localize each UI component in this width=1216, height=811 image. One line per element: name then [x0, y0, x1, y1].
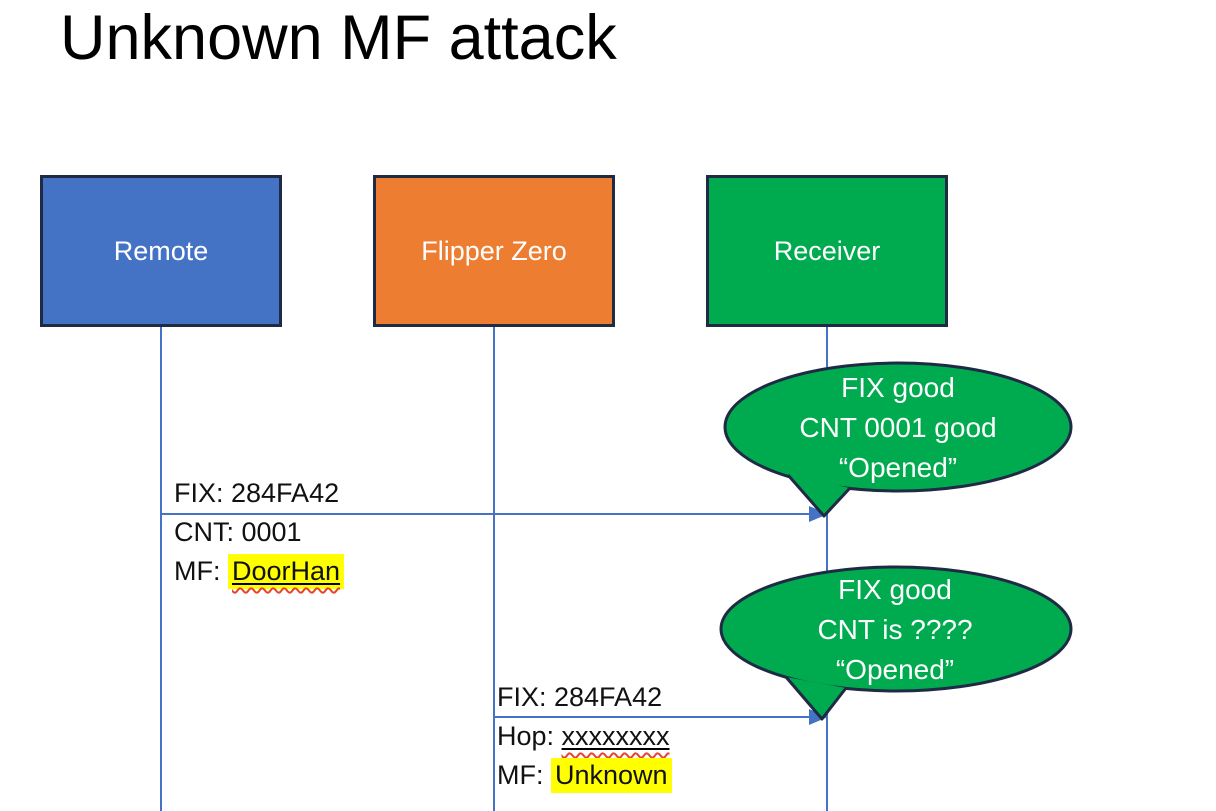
message-1-field-cnt: CNT: 0001 [174, 517, 302, 547]
message-1-field-fix: FIX: 284FA42 [174, 478, 340, 508]
message-1-labels: FIX: 284FA42 CNT: 0001 MF: DoorHan [174, 474, 345, 591]
callout-bubble-2 [719, 565, 1073, 693]
field-prefix: MF: [174, 556, 228, 586]
actor-label-flipper-zero: Flipper Zero [421, 235, 567, 266]
callout-bubble-2-tail [784, 676, 848, 721]
callout-2-text: FIX good CNT is ???? “Opened” [722, 570, 1068, 690]
message-2-field-fix: FIX: 284FA42 [497, 682, 663, 712]
field-prefix: Hop: [497, 721, 562, 751]
slide-title: Unknown MF attack [60, 3, 617, 73]
message-2-labels: FIX: 284FA42 Hop: xxxxxxxx MF: Unknown [497, 678, 672, 795]
actor-label-receiver: Receiver [773, 235, 881, 266]
actor-box-remote: Remote [40, 175, 282, 327]
callout-1-line-3: “Opened” [838, 452, 958, 483]
callout-2-line-1: FIX good [838, 574, 952, 605]
actor-box-flipper-zero: Flipper Zero [373, 175, 615, 327]
callout-1-line-2: CNT 0001 good [799, 412, 997, 443]
callout-2-line-3: “Opened” [835, 654, 955, 685]
callout-bubble-1-tail [786, 474, 852, 518]
message-2-field-hop: Hop: xxxxxxxx [497, 717, 672, 756]
actor-label-remote: Remote [113, 235, 209, 266]
field-prefix: MF: [497, 760, 551, 790]
callout-2-line-2: CNT is ???? [817, 614, 973, 645]
message-1-field-mf: MF: DoorHan [174, 552, 345, 591]
callout-1-line-1: FIX good [841, 372, 955, 403]
highlighted-value: DoorHan [228, 554, 345, 589]
callout-1-text: FIX good CNT 0001 good “Opened” [725, 368, 1071, 488]
callout-bubble-1 [723, 361, 1073, 493]
message-arrow-1-head [809, 506, 828, 522]
message-2-field-mf: MF: Unknown [497, 756, 672, 795]
highlighted-value: Unknown [551, 758, 672, 793]
squiggled-value: xxxxxxxx [561, 721, 670, 751]
actor-box-receiver: Receiver [706, 175, 948, 327]
